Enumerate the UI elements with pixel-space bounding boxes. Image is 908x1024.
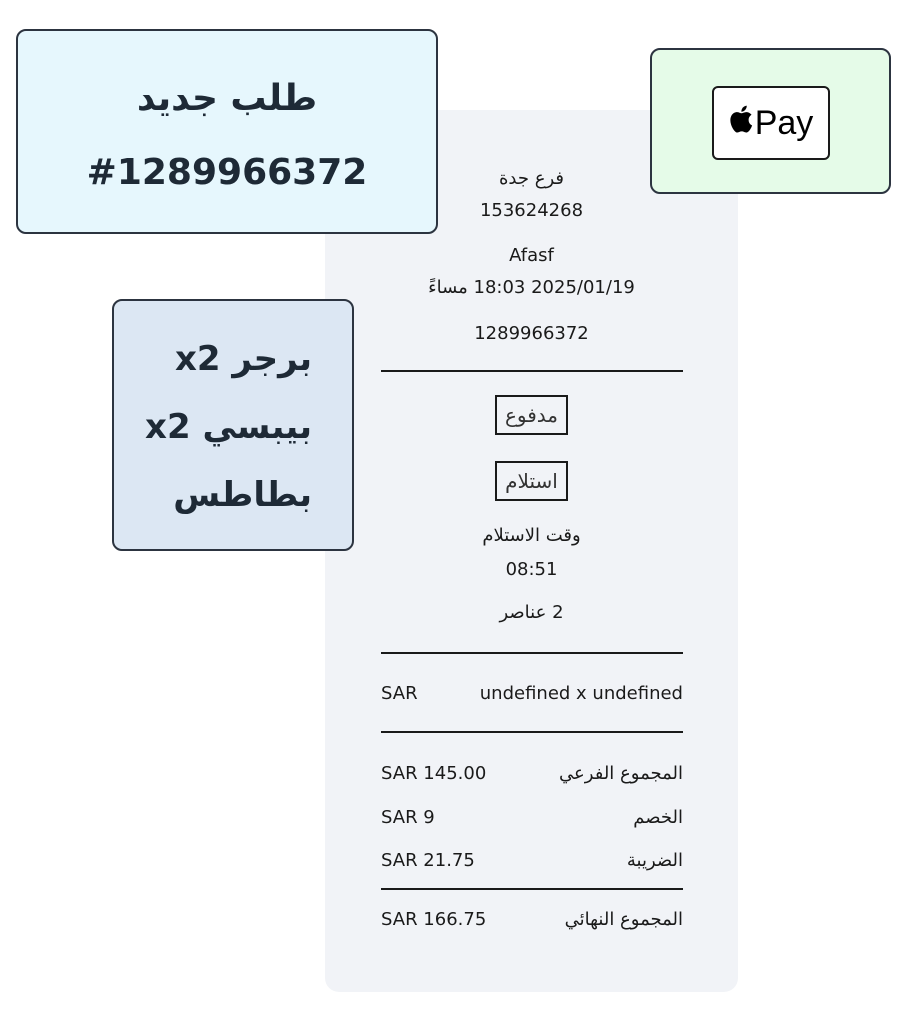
pickup-time-label: وقت الاستلام [482, 525, 581, 546]
order-type-badge: استلام [325, 461, 738, 501]
divider [381, 888, 683, 890]
grand-total-value: SAR 166.75 [381, 909, 487, 930]
tax-value: SAR 21.75 [381, 850, 475, 871]
order-datetime: 2025/01/19 18:03 مساءً [428, 277, 635, 298]
line-item-description: undefined x undefined [479, 683, 683, 704]
order-number: 1289966372 [474, 323, 589, 344]
customer-name: Afasf [509, 245, 554, 266]
apple-pay-badge: Pay [712, 86, 830, 160]
order-items-card: برجر x2 بيبسي x2 بطاطس [112, 299, 354, 551]
line-item-currency: SAR [381, 683, 418, 704]
new-order-number: #1289966372 [86, 152, 368, 193]
order-item: بطاطس [173, 475, 312, 515]
receipt: فرع جدة 153624268 Afasf 2025/01/19 18:03… [325, 110, 738, 992]
subtotal-label: المجموع الفرعي [559, 763, 683, 784]
tax-label: الضريبة [626, 850, 683, 871]
new-order-card: طلب جديد #1289966372 [16, 29, 438, 234]
divider [381, 731, 683, 733]
apple-pay-label: Pay [754, 104, 814, 142]
grand-total-label: المجموع النهائي [564, 909, 683, 930]
discount-row: SAR 9 الخصم [381, 805, 683, 831]
payment-method-card: Pay [650, 48, 891, 194]
order-type-label: استلام [495, 461, 568, 501]
order-item: بيبسي x2 [145, 407, 312, 447]
new-order-title: طلب جديد [136, 78, 318, 119]
discount-label: الخصم [633, 807, 683, 828]
grand-total-row: SAR 166.75 المجموع النهائي [381, 907, 683, 933]
tax-row: SAR 21.75 الضريبة [381, 848, 683, 874]
subtotal-value: SAR 145.00 [381, 763, 487, 784]
subtotal-row: SAR 145.00 المجموع الفرعي [381, 761, 683, 787]
branch-name: فرع جدة [498, 168, 564, 189]
divider [381, 652, 683, 654]
branch-number: 153624268 [479, 200, 584, 221]
apple-logo-icon [729, 87, 753, 157]
discount-value: SAR 9 [381, 807, 435, 828]
payment-status-badge: مدفوع [325, 395, 738, 435]
pickup-time: 08:51 [505, 559, 558, 580]
items-count: 2 عناصر [499, 602, 564, 623]
order-item: برجر x2 [174, 339, 312, 379]
line-item-row: SAR undefined x undefined [381, 681, 683, 707]
divider [381, 370, 683, 372]
payment-status-label: مدفوع [494, 395, 569, 435]
